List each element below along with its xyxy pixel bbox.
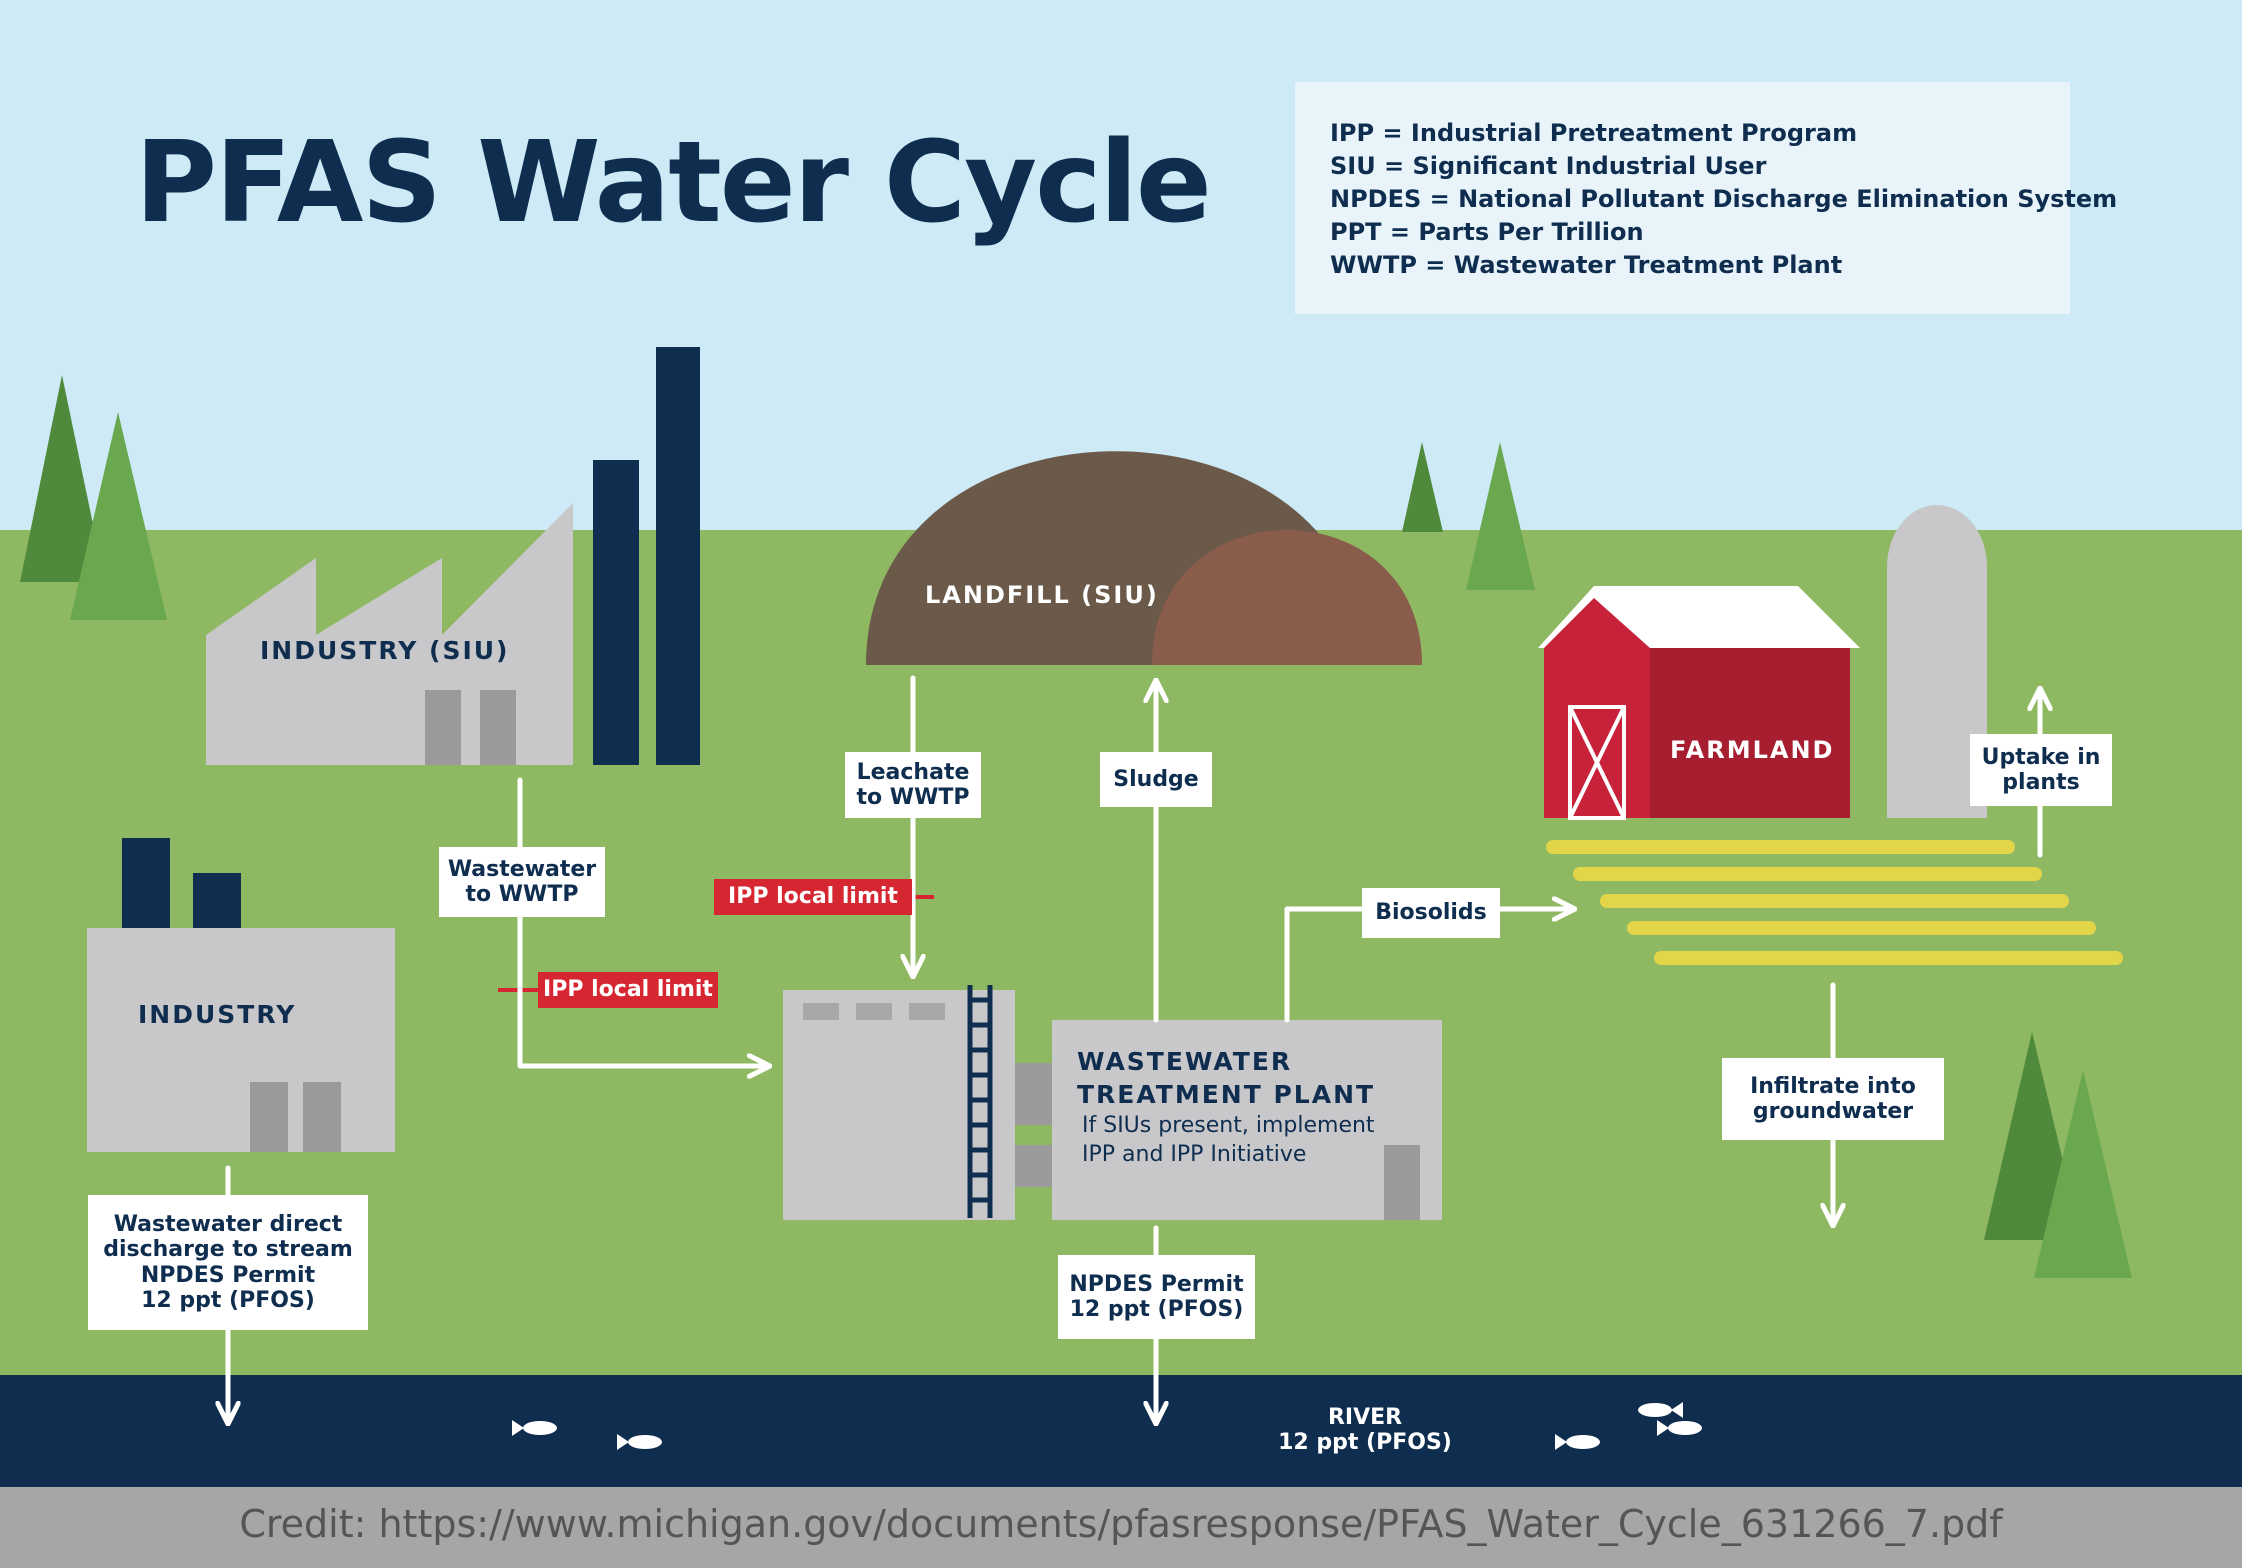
wastewater-to-wwtp-label: Wastewater to WWTP (439, 847, 605, 917)
barn-body-front (1544, 648, 1650, 818)
tree-icon (20, 375, 105, 582)
river (0, 1375, 2242, 1487)
barn-door-icon (1568, 705, 1626, 820)
tree-icon (1402, 442, 1443, 532)
sludge-label: Sludge (1100, 752, 1212, 807)
factory-door (480, 690, 516, 765)
landfill-label: LANDFILL (SIU) (925, 581, 1159, 609)
legend-item-ipp: IPP = Industrial Pretreatment Program (1330, 119, 1858, 147)
industry-chimney (193, 873, 241, 930)
industry-label: INDUSTRY (138, 1000, 297, 1029)
silo (1887, 505, 1987, 818)
wwtp-connector (1015, 1063, 1052, 1125)
tree-icon (70, 412, 167, 620)
leachate-label: Leachate to WWTP (845, 752, 981, 818)
factory-door (425, 690, 461, 765)
ladder-icon (967, 985, 993, 1218)
direct-discharge-label: Wastewater direct discharge to stream NP… (88, 1195, 368, 1330)
barn-body-side (1650, 648, 1850, 818)
industry-building (87, 928, 395, 1152)
legend-item-siu: SIU = Significant Industrial User (1330, 152, 1767, 180)
fish-icon (1657, 1420, 1702, 1436)
industry-siu-label: INDUSTRY (SIU) (260, 636, 510, 665)
smokestack (656, 347, 700, 765)
credit-text: Credit: https://www.michigan.gov/documen… (239, 1502, 2003, 1546)
legend-item-wwtp: WWTP = Wastewater Treatment Plant (1330, 251, 1843, 279)
fish-icon (1638, 1402, 1683, 1418)
ipp-limit-tag-upper: IPP local limit (714, 879, 912, 915)
landfill-mound-small (1152, 530, 1422, 665)
barn-gable (1544, 598, 1650, 648)
infiltrate-label: Infiltrate into groundwater (1722, 1058, 1944, 1140)
river-label: RIVER 12 ppt (PFOS) (1278, 1405, 1452, 1456)
wwtp-building (1052, 1020, 1442, 1220)
tree-icon (2034, 1070, 2132, 1278)
smokestack (593, 460, 639, 765)
tree-icon (1466, 442, 1535, 590)
npdes-permit-label: NPDES Permit 12 ppt (PFOS) (1058, 1255, 1255, 1339)
industry-door (250, 1082, 288, 1152)
uptake-label: Uptake in plants (1970, 734, 2112, 806)
wwtp-tank (783, 990, 1015, 1220)
credit-bar (0, 1487, 2242, 1568)
fish-icon (1555, 1434, 1600, 1450)
legend-item-ppt: PPT = Parts Per Trillion (1330, 218, 1644, 246)
fish-icon (617, 1434, 662, 1450)
ipp-limit-tag-lower: IPP local limit (538, 972, 718, 1008)
wwtp-note: If SIUs present, implement IPP and IPP I… (1082, 1113, 1375, 1167)
page-title: PFAS Water Cycle (135, 118, 1212, 248)
crop-rows (1546, 840, 2123, 965)
wwtp-door (1384, 1145, 1420, 1220)
legend-panel (1295, 82, 2070, 314)
biosolids-label: Biosolids (1362, 888, 1500, 938)
industry-door (303, 1082, 341, 1152)
wwtp-connector (1015, 1145, 1052, 1187)
legend-item-npdes: NPDES = National Pollutant Discharge Eli… (1330, 185, 2118, 213)
fish-icon (512, 1420, 557, 1436)
industry-chimney (122, 838, 170, 930)
farmland-label: FARMLAND (1670, 736, 1835, 764)
wwtp-tank-vents (803, 1003, 945, 1020)
wwtp-title: WASTEWATER TREATMENT PLANT (1077, 1047, 1376, 1109)
